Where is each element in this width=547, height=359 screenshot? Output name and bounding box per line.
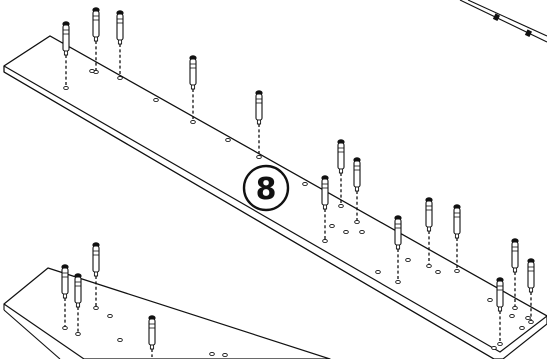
dowel-tip xyxy=(338,168,344,174)
dowel-tip xyxy=(354,186,360,192)
hole-icon xyxy=(528,319,534,325)
dowel-body xyxy=(337,142,345,170)
dowel-body xyxy=(62,24,70,52)
dowel-tip xyxy=(528,287,534,293)
dowel-icon xyxy=(92,242,100,277)
hole-icon xyxy=(491,345,497,351)
dowel-tip xyxy=(62,293,68,299)
hole-icon xyxy=(454,268,460,274)
dowel-tip xyxy=(117,39,123,45)
hole-icon xyxy=(256,154,262,160)
dowel-body xyxy=(74,276,82,304)
hole-icon xyxy=(435,269,441,275)
dowel-icon xyxy=(92,7,100,42)
step-number: 8 xyxy=(256,172,277,207)
dowel-body xyxy=(353,160,361,188)
dowel-body xyxy=(92,10,100,38)
hole-icon xyxy=(497,341,503,347)
dowel-icon xyxy=(189,55,197,90)
dowel-tip xyxy=(497,306,503,312)
dowel-tip xyxy=(149,344,155,350)
hole-icon xyxy=(329,223,335,229)
dowel-body xyxy=(496,280,504,308)
dowel-body xyxy=(92,245,100,273)
hole-icon xyxy=(375,269,381,275)
side-rail xyxy=(459,0,547,43)
guide-lines xyxy=(64,41,532,357)
dowel-body xyxy=(116,13,124,41)
dowel-body xyxy=(394,218,402,246)
hole-icon xyxy=(343,229,349,235)
hole-icon xyxy=(107,313,113,319)
dowel-body xyxy=(255,93,263,121)
dowels xyxy=(61,7,535,350)
dowel-body xyxy=(425,200,433,228)
dowel-tip xyxy=(426,226,432,232)
dowel-tip xyxy=(512,267,518,273)
dowel-icon xyxy=(337,139,345,174)
hole-icon xyxy=(222,352,228,358)
dowel-tip xyxy=(395,244,401,250)
dowel-icon xyxy=(511,238,519,273)
hole-icon xyxy=(519,325,525,331)
hole-icon xyxy=(322,238,328,244)
hole-icon xyxy=(525,315,531,321)
hole-icon xyxy=(354,219,360,225)
dowel-tip xyxy=(190,84,196,90)
dowel-tip xyxy=(256,119,262,125)
hole-icon xyxy=(359,229,365,235)
hole-icon xyxy=(209,351,215,357)
dowel-tip xyxy=(63,50,69,56)
dowel-icon xyxy=(321,175,329,210)
dowel-body xyxy=(148,318,156,346)
dowel-body xyxy=(189,58,197,86)
dowel-icon xyxy=(148,315,156,350)
hole-icon xyxy=(426,263,432,269)
dowel-body xyxy=(321,178,329,206)
hole-icon xyxy=(153,97,159,103)
dowel-icon xyxy=(255,90,263,125)
dowel-icon xyxy=(61,264,69,299)
dowel-body xyxy=(527,261,535,289)
dowel-icon xyxy=(425,197,433,232)
hole-icon xyxy=(225,137,231,143)
hole-icon xyxy=(405,257,411,263)
hole-icon xyxy=(62,325,68,331)
lower-board xyxy=(3,267,331,359)
dowel-tip xyxy=(75,302,81,308)
hole-icon xyxy=(117,337,123,343)
hole-icon xyxy=(338,203,344,209)
dowel-icon xyxy=(453,204,461,239)
dowel-body xyxy=(61,267,69,295)
dowel-tip xyxy=(93,271,99,277)
hole-icon xyxy=(89,68,95,74)
hole-icon xyxy=(509,313,515,319)
holes xyxy=(62,68,534,358)
dowel-icon xyxy=(62,21,70,56)
dowel-icon xyxy=(527,258,535,293)
hole-icon xyxy=(75,331,81,337)
hole-icon xyxy=(512,305,518,311)
dowel-icon xyxy=(116,10,124,45)
hole-icon xyxy=(395,279,401,285)
hole-icon xyxy=(190,119,196,125)
dowel-icon xyxy=(74,273,82,308)
dowel-tip xyxy=(93,36,99,42)
dowel-icon xyxy=(496,277,504,312)
step-badge: 8 xyxy=(242,164,290,212)
dowel-body xyxy=(511,241,519,269)
dowel-tip xyxy=(322,204,328,210)
dowel-body xyxy=(453,207,461,235)
hole-icon xyxy=(117,75,123,81)
dowel-tip xyxy=(454,233,460,239)
step-badge-ring xyxy=(242,164,290,212)
hole-icon xyxy=(63,85,69,91)
hole-icon xyxy=(487,297,493,303)
dowel-icon xyxy=(394,215,402,250)
dowel-icon xyxy=(353,157,361,192)
hole-icon xyxy=(302,181,308,187)
hole-icon xyxy=(93,305,99,311)
